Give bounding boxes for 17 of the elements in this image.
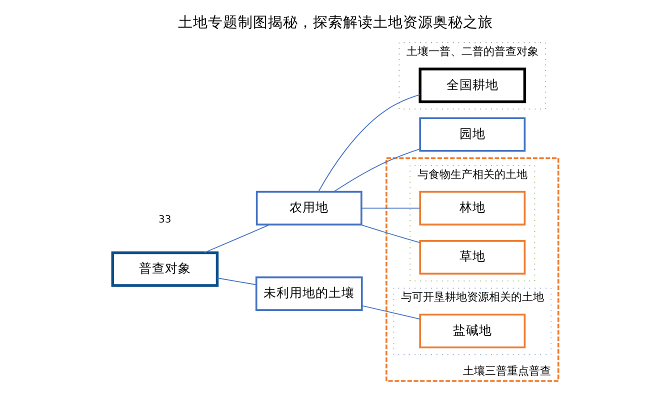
connector (360, 224, 420, 244)
diagram-title: 土地专题制图揭秘，探索解读土地资源奥秘之旅 (178, 14, 493, 31)
connector (362, 305, 420, 320)
node-box: 全国耕地 (418, 68, 526, 104)
connector (318, 94, 420, 192)
node-box: 普查对象 (111, 251, 219, 287)
label: 33 (158, 214, 172, 226)
node-box: 园地 (419, 117, 526, 152)
connector (334, 148, 420, 192)
node-box: 草地 (419, 240, 526, 275)
node-box: 盐碱地 (419, 314, 526, 348)
node-box: 林地 (419, 190, 526, 226)
node-box: 农用地 (256, 190, 362, 226)
connector (361, 208, 420, 209)
node-box: 未利用地的土壤 (255, 276, 363, 311)
connector (204, 224, 270, 254)
connector (216, 278, 257, 286)
